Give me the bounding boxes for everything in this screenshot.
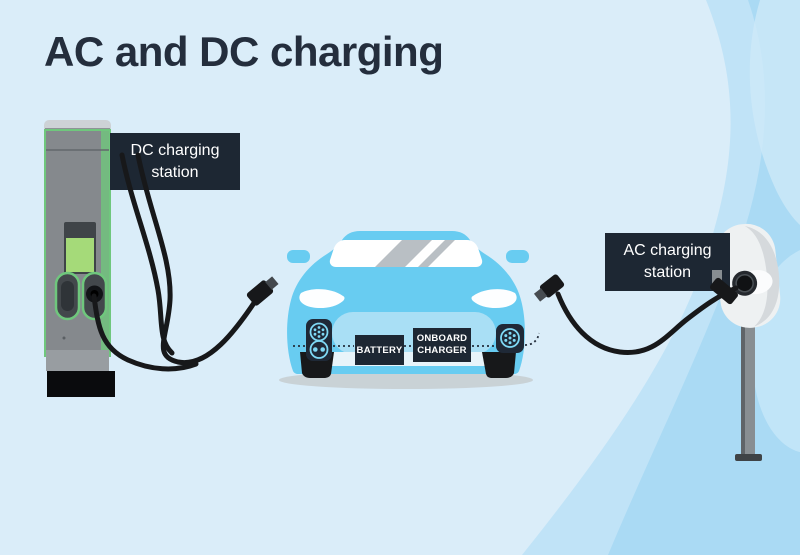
ac-station-label: AC charging station <box>605 233 730 291</box>
station-screen-display <box>66 238 94 272</box>
background-highlight-top <box>749 0 800 225</box>
windshield-reflection-stripe <box>375 240 432 267</box>
dc-station-label: DC charging station <box>110 133 240 190</box>
type2-charge-port-icon <box>496 324 524 353</box>
dc-charging-station-icon <box>44 120 115 397</box>
dc-station-green-trim <box>101 131 109 355</box>
ac-station-pole-base <box>735 454 762 461</box>
ccs-charge-port-icon <box>306 319 332 361</box>
dc-station-label-text: DC charging station <box>130 141 220 181</box>
car-headlight-right <box>471 289 517 309</box>
ac-wallbox-shadow-edge <box>744 225 780 327</box>
ac-station-label-text: AC charging station <box>623 242 712 281</box>
station-socket-icon <box>54 271 81 321</box>
car-shadow <box>279 371 533 389</box>
ac-socket-inner <box>735 274 754 293</box>
car-mirror-left <box>287 250 310 263</box>
ac-station-pole-shade <box>741 326 745 456</box>
battery-label-text: BATTERY <box>356 344 403 356</box>
car-windshield <box>329 240 483 267</box>
dc-station-lower-panel <box>46 350 109 371</box>
windshield-reflection-stripe <box>418 240 455 267</box>
onboard-charger-label-text: ONBOARD CHARGER <box>416 333 468 356</box>
car-bumper-trim <box>305 352 511 366</box>
onboard-charger-label: ONBOARD CHARGER <box>413 328 471 362</box>
page-title: AC and DC charging <box>44 28 444 75</box>
car-headlight-left <box>299 289 345 309</box>
dc-station-base <box>47 371 115 397</box>
connector-dotted-line <box>293 332 540 347</box>
car <box>279 231 540 389</box>
station-socket-with-plug-icon <box>81 271 108 321</box>
battery-label: BATTERY <box>355 335 404 365</box>
car-wheel-right <box>482 352 516 378</box>
car-mirror-right <box>506 250 529 263</box>
dc-station-screw <box>62 336 66 340</box>
